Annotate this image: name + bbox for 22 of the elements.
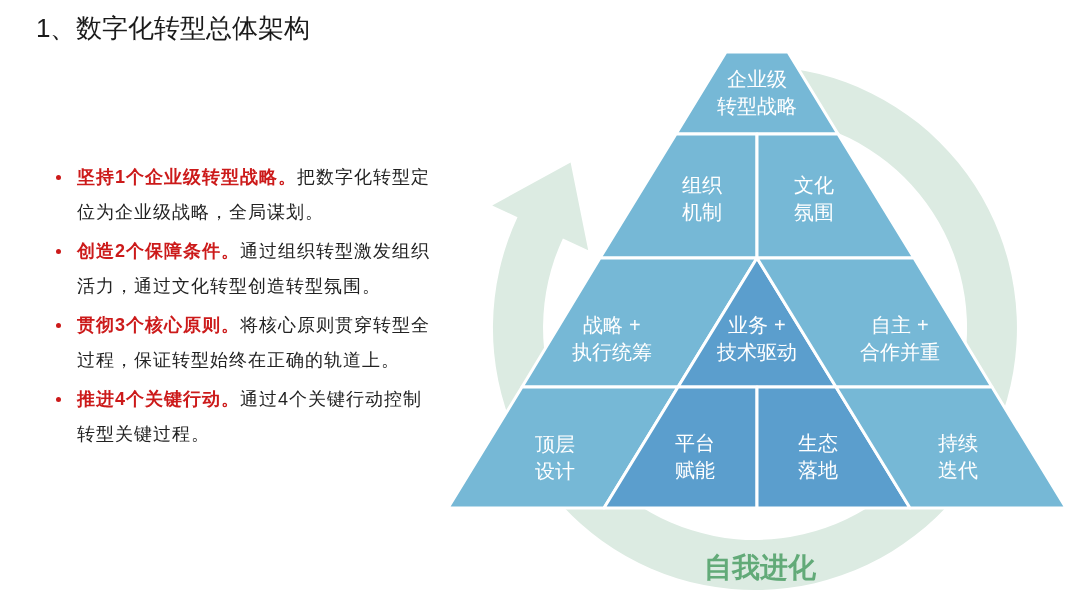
segment-label: 持续迭代 xyxy=(938,431,978,483)
pyramid-segment xyxy=(757,134,914,258)
pyramid-segment xyxy=(604,387,757,508)
segment-label: 平台赋能 xyxy=(675,431,715,483)
bullet-text: 贯彻3个核心原则。将核心原则贯穿转型全过程，保证转型始终在正确的轨道上。 xyxy=(77,314,431,372)
segment-label: 文化氛围 xyxy=(794,173,834,225)
segment-label: 组织机制 xyxy=(682,173,722,225)
segment-label: 企业级转型战略 xyxy=(717,67,797,119)
pyramid-segment xyxy=(600,134,757,258)
segment-label: 业务 +技术驱动 xyxy=(717,313,797,365)
title: 1、数字化转型总体架构 xyxy=(36,12,311,45)
segment-label: 顶层设计 xyxy=(535,432,575,484)
pyramid-segment xyxy=(757,387,910,508)
bullet-text: 推进4个关键行动。通过4个关键行动控制转型关键过程。 xyxy=(77,388,424,446)
bullet-text: 坚持1个企业级转型战略。把数字化转型定位为企业级战略，全局谋划。 xyxy=(77,166,431,224)
segment-label: 自主 +合作并重 xyxy=(860,313,940,365)
bullet-text: 创造2个保障条件。通过组织转型激发组织活力，通过文化转型创造转型氛围。 xyxy=(77,240,431,298)
cycle-label: 自我进化 xyxy=(704,551,816,585)
pyramid-segment xyxy=(836,387,1066,508)
pyramid-segment xyxy=(676,52,838,134)
segment-label: 战略 +执行统筹 xyxy=(572,313,652,365)
segment-label: 生态落地 xyxy=(798,431,838,483)
